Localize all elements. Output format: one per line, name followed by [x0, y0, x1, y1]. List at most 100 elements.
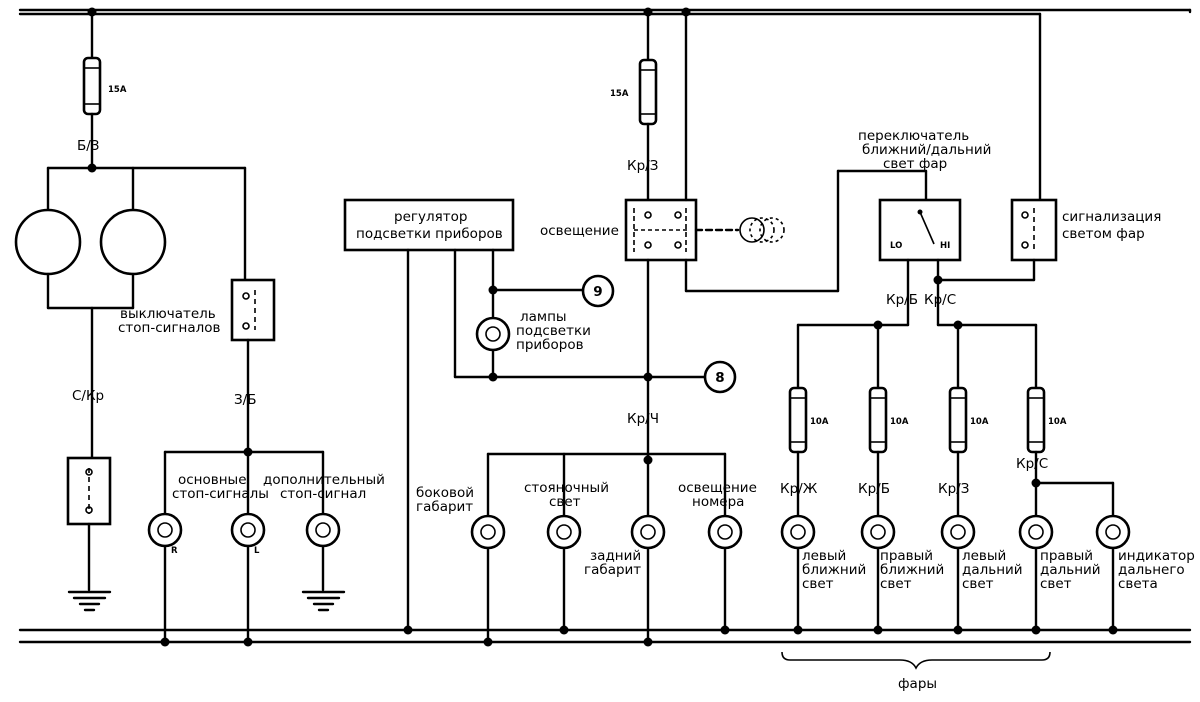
headlight-section: переключатель ближний/дальний свет фар L… — [780, 8, 1199, 692]
brake-section: 15A Б/З С/Кр выключа — [14, 10, 389, 647]
wire-label-krb-2: Кр/Б — [858, 481, 890, 497]
extra-stop-line1: дополнительный — [263, 472, 385, 488]
wire-label-bz: Б/З — [77, 138, 99, 154]
parking-lamp — [546, 514, 582, 550]
tail-line1: задний — [590, 548, 641, 564]
dimmer-section: регулятор подсветки приборов 9 лампы под… — [343, 198, 650, 635]
junction — [243, 637, 253, 647]
junction — [488, 372, 498, 382]
plate-line2: номера — [692, 494, 744, 510]
parking-line2: свет — [549, 494, 581, 510]
fuse-f4-rating: 10A — [890, 417, 909, 427]
tail-line2: габарит — [584, 562, 641, 578]
high-indicator-line2: дальнего — [1118, 562, 1185, 578]
control-knob-icon — [739, 217, 785, 243]
left-low-line2: ближний — [802, 562, 866, 578]
right-low-line3: свет — [880, 576, 912, 592]
flash-line2: светом фар — [1062, 226, 1145, 242]
wire-label-skr: С/Кр — [72, 388, 104, 404]
dimmer-box — [343, 198, 515, 252]
plate-line1: освещение — [678, 480, 757, 496]
fuse-f1 — [82, 56, 102, 116]
fuse-f6-rating: 10A — [1048, 417, 1067, 427]
left-low-lamp — [780, 514, 816, 550]
high-indicator-line3: света — [1118, 576, 1158, 592]
beam-switch-line3: свет фар — [883, 156, 947, 172]
lamp-r-mark: R — [171, 546, 178, 556]
beam-switch-label: переключатель ближний/дальний свет фар — [858, 128, 996, 172]
ground-bus — [18, 628, 1192, 644]
junction — [160, 637, 170, 647]
fuse-f3-rating: 10A — [810, 417, 829, 427]
beam-switch-lo: LO — [890, 241, 902, 251]
high-indicator-line1: индикатор — [1118, 548, 1195, 564]
connector-9 — [581, 274, 615, 308]
right-low-line2: ближний — [880, 562, 944, 578]
parking-label: стояночный свет — [524, 480, 613, 510]
tail-label: задний габарит — [584, 548, 645, 578]
wire-label-zb: З/Б — [234, 392, 256, 408]
high-indicator-label: индикатор дальнего света — [1118, 548, 1199, 592]
main-stop-lamp-r — [147, 512, 183, 548]
side-marker-label: боковой габарит — [416, 485, 478, 515]
main-stop-line1: основные — [178, 472, 247, 488]
wire-label-krz-top: Кр/З — [627, 158, 658, 174]
stop-lamp-left — [14, 208, 82, 276]
junction — [483, 637, 493, 647]
beam-switch — [878, 198, 962, 262]
panel-lamps-line2: подсветки — [516, 323, 591, 339]
fuse-f1-rating: 15A — [108, 85, 127, 95]
beam-switch-line2: ближний/дальний — [862, 142, 991, 158]
right-high-line3: свет — [1040, 576, 1072, 592]
stop-lamp-right — [99, 208, 167, 276]
fuse-f2-rating: 15A — [610, 89, 629, 99]
flash-line1: сигнализация — [1062, 209, 1161, 225]
parking-line1: стояночный — [524, 480, 609, 496]
connector-8 — [703, 360, 737, 394]
dimmer-label: регулятор подсветки приборов — [356, 209, 503, 242]
left-low-line3: свет — [802, 576, 834, 592]
panel-lamps-line1: лампы — [520, 309, 567, 325]
main-stop-lamp-l — [230, 512, 266, 548]
brake-switch-line2: стоп-сигналов — [118, 320, 221, 336]
dimmer-line2: подсветки приборов — [356, 226, 503, 242]
connector-9-label: 9 — [593, 284, 602, 300]
extra-stop-label: дополнительный стоп-сигнал — [263, 472, 389, 502]
left-low-label: левый ближний свет — [802, 548, 871, 592]
brake-switch-label: выключатель стоп-сигналов — [118, 306, 221, 336]
junction — [720, 625, 730, 635]
fuse-f5-rating: 10A — [970, 417, 989, 427]
wire-label-krs-top: Кр/С — [924, 292, 956, 308]
lamp-l-mark: L — [254, 546, 260, 556]
junction — [643, 637, 653, 647]
left-high-line3: свет — [962, 576, 994, 592]
right-low-label: правый ближний свет — [880, 548, 949, 592]
junction — [1031, 625, 1041, 635]
ground-symbol — [67, 590, 112, 612]
beam-switch-line1: переключатель — [858, 128, 969, 144]
brake-switch-line1: выключатель — [120, 306, 216, 322]
left-high-label: левый дальний свет — [962, 548, 1027, 592]
main-stop-label: основные стоп-сигналы — [172, 472, 269, 502]
right-high-label: правый дальний свет — [1040, 548, 1105, 592]
extra-stop-line2: стоп-сигнал — [280, 486, 366, 502]
high-beam-indicator — [1095, 514, 1131, 550]
plate-label: освещение номера — [678, 480, 761, 510]
ground-symbol — [301, 590, 346, 612]
headlights-label: фары — [898, 676, 937, 692]
extra-stop-lamp — [305, 512, 341, 548]
side-marker-line2: габарит — [416, 499, 473, 515]
left-high-line2: дальний — [962, 562, 1023, 578]
headlights-brace — [781, 651, 1051, 670]
left-high-line1: левый — [962, 548, 1006, 564]
dimmer-line1: регулятор — [394, 209, 467, 225]
junction — [953, 625, 963, 635]
connector-8-label: 8 — [715, 370, 724, 386]
wire-label-krzh: Кр/Ж — [780, 481, 818, 497]
side-marker-line1: боковой — [416, 485, 474, 501]
plate-lamp — [707, 514, 743, 550]
right-high-lamp — [1018, 514, 1054, 550]
junction — [1108, 625, 1118, 635]
